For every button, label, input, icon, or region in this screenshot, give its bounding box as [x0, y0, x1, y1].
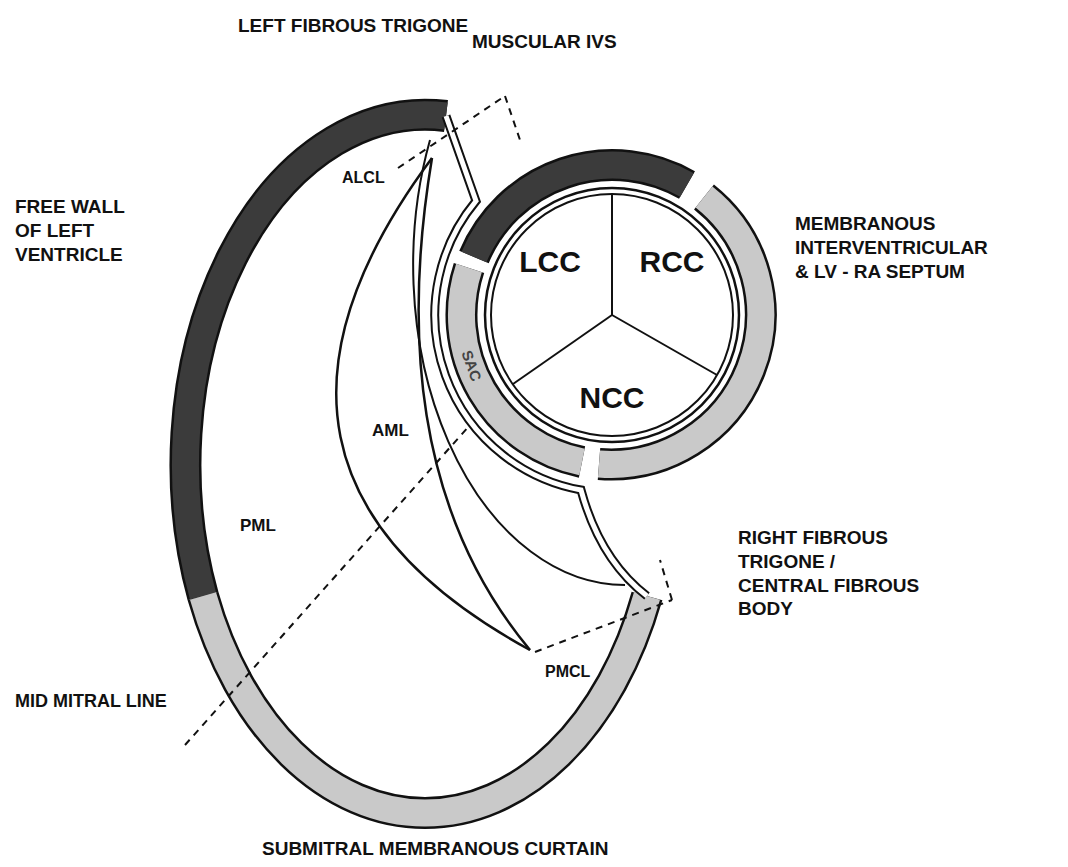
structure-label: RIGHT FIBROUS TRIGONE / CENTRAL FIBROUS …: [738, 526, 923, 621]
commissure-label: ALCL: [342, 168, 385, 188]
commissure-label: PMCL: [545, 662, 590, 682]
cusp-commissure: [612, 315, 717, 375]
leaflet-label: AML: [372, 420, 409, 441]
mid-mitral-dashed-line: [185, 425, 470, 745]
commissure-dashed-line: [505, 96, 520, 140]
aortic-valve-outer: [485, 188, 739, 442]
submitral-curtain-band: [203, 596, 647, 813]
structure-label: LEFT FIBROUS TRIGONE: [238, 14, 468, 38]
commissure-dashed-line: [660, 560, 672, 600]
cusp-label: RCC: [640, 243, 705, 281]
aortic-valve: [491, 194, 733, 436]
structure-label: MUSCULAR IVS: [472, 30, 617, 54]
structure-label: FREE WALL OF LEFT VENTRICLE: [15, 195, 150, 266]
cusp-label: LCC: [519, 243, 581, 281]
leaflet-label: PML: [240, 515, 276, 536]
structure-label: MID MITRAL LINE: [15, 690, 167, 713]
cusp-commissure: [513, 315, 612, 384]
commissure-dashed-line: [398, 96, 505, 168]
free-wall-band-outline: [185, 115, 446, 596]
cusp-commissure: [611, 194, 613, 315]
structure-label: SUBMITRAL MEMBRANOUS CURTAIN: [262, 837, 609, 861]
submitral-curtain-outline: [203, 596, 647, 813]
cusp-label: NCC: [580, 379, 645, 417]
structure-label: MEMBRANOUS INTERVENTRICULAR & LV - RA SE…: [795, 212, 1000, 283]
free-wall-band: [185, 115, 446, 596]
commissure-dashed-line: [535, 600, 672, 652]
